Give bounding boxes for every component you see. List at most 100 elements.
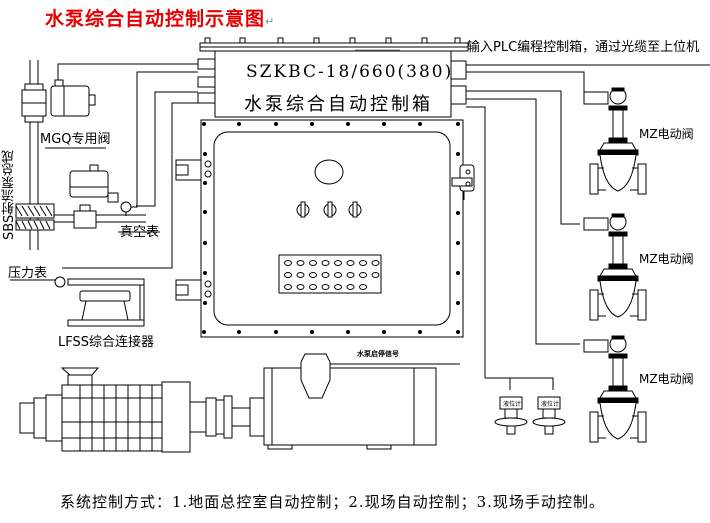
left-cable-glands: [197, 58, 216, 104]
valve-part: [608, 137, 628, 144]
terminal-hole: [321, 260, 330, 266]
mz-electric-valve: [583, 335, 647, 443]
terminal-hole: [284, 260, 292, 266]
valve-part: [608, 385, 628, 392]
terminal-hole: [296, 272, 305, 278]
pressure-gauge-dial: [54, 276, 66, 288]
valve-part: [611, 87, 625, 92]
terminal-hole: [334, 272, 342, 278]
motor-signal-label: 水泵启停信号: [357, 350, 399, 358]
terminal-block: [278, 254, 382, 294]
valve-part: [589, 289, 599, 321]
valve-part: [637, 163, 647, 195]
control-box-upper: [214, 50, 452, 118]
terminal-hole: [334, 260, 342, 266]
terminal-hole: [309, 260, 317, 266]
terminal-hole: [284, 272, 292, 278]
valve-part: [608, 105, 628, 111]
paragraph-mark: ↵: [265, 15, 276, 28]
mz-valve-2-label: MZ电动阀: [639, 252, 694, 266]
title-text: 水泵综合自动控制示意图: [45, 8, 266, 30]
terminal-hole: [321, 284, 330, 290]
terminal-hole: [371, 272, 380, 278]
valve-part: [599, 280, 637, 318]
valve-part: [608, 263, 628, 270]
pressure-gauge-label: 压力表: [8, 266, 48, 281]
lfss-connector-label: LFSS综合连接器: [58, 335, 154, 350]
level-meter-2: [532, 396, 566, 435]
flange-bolts: [204, 37, 461, 44]
terminal-hole: [346, 284, 355, 290]
level-meter-2-label: 液位计: [541, 401, 560, 408]
valve-part: [612, 357, 624, 387]
valve-part: [597, 275, 639, 282]
terminal-hole: [371, 260, 380, 266]
valve-part: [612, 109, 624, 139]
control-modes-footer: 系统控制方式：1.地面总控室自动控制；2.现场自动控制；3.现场手动控制。: [60, 493, 605, 511]
mz-electric-valve: [583, 87, 647, 195]
mz-valve-1-label: MZ电动阀: [639, 127, 694, 141]
plc-link-label: 输入PLC编程控制箱，通过光缆至上位机: [467, 40, 700, 55]
level-meter-1-label: 液位计: [503, 401, 522, 408]
knob-3: [348, 201, 362, 218]
knob-1: [296, 201, 310, 218]
terminal-hole: [359, 284, 367, 290]
valve-part: [583, 91, 609, 105]
valve-part: [599, 390, 637, 399]
valve-part: [597, 149, 639, 156]
terminal-hole: [296, 284, 305, 290]
right-wiring: [466, 64, 710, 390]
selector-knobs: [296, 201, 362, 218]
sbs-valve-label: SBS射流泵总成: [2, 149, 17, 240]
valve-part: [589, 411, 599, 443]
control-box-name: 水泵综合自动控制箱: [244, 94, 433, 115]
filter-block: [15, 203, 55, 231]
terminal-hole: [296, 260, 305, 266]
valve-part: [599, 268, 637, 277]
valve-part: [611, 213, 625, 218]
mz-electric-valve: [583, 213, 647, 321]
mgq-valve-label: MGQ专用阀: [40, 132, 111, 147]
level-meter-1: [494, 396, 528, 435]
valve-part: [583, 339, 609, 353]
terminal-hole: [334, 284, 342, 290]
terminal-hole: [359, 260, 367, 266]
mgq-valve-actuator: [45, 79, 106, 149]
valve-part: [599, 154, 637, 192]
valve-part: [608, 231, 628, 237]
valve-part: [597, 397, 639, 404]
indicator-window: [314, 159, 344, 185]
knob-2: [323, 201, 337, 218]
valve-part: [583, 217, 609, 231]
left-wiring: [57, 63, 198, 269]
terminal-hole: [346, 272, 355, 278]
terminal-hole: [321, 272, 330, 278]
multistage-pump: [19, 367, 265, 453]
control-box-flange: [199, 37, 469, 52]
panel-hinges: [175, 159, 212, 301]
terminal-hole: [284, 284, 292, 290]
valve-part: [599, 402, 637, 440]
diagram-title: 水泵综合自动控制示意图↵: [45, 4, 275, 31]
motor: [263, 353, 460, 450]
panel-bolts: [202, 122, 460, 334]
control-box-model: SZKBC-18/660(380): [246, 62, 454, 82]
valve-part: [611, 335, 625, 340]
terminal-hole: [309, 272, 317, 278]
right-cable-glands: [450, 60, 467, 105]
vacuum-valve: [69, 164, 160, 233]
sbs-pipe-assembly: [15, 60, 146, 250]
control-box-panel: [200, 119, 464, 338]
terminal-hole: [346, 260, 355, 266]
panel-latch: [451, 164, 475, 200]
valve-part: [637, 411, 647, 443]
terminal-hole: [359, 272, 367, 278]
valve-part: [612, 235, 624, 265]
valve-part: [608, 353, 628, 359]
terminal-hole: [309, 284, 317, 290]
valve-part: [637, 289, 647, 321]
lfss-connector: [10, 276, 145, 327]
valve-part: [589, 163, 599, 195]
mz-valve-3-label: MZ电动阀: [639, 372, 694, 386]
